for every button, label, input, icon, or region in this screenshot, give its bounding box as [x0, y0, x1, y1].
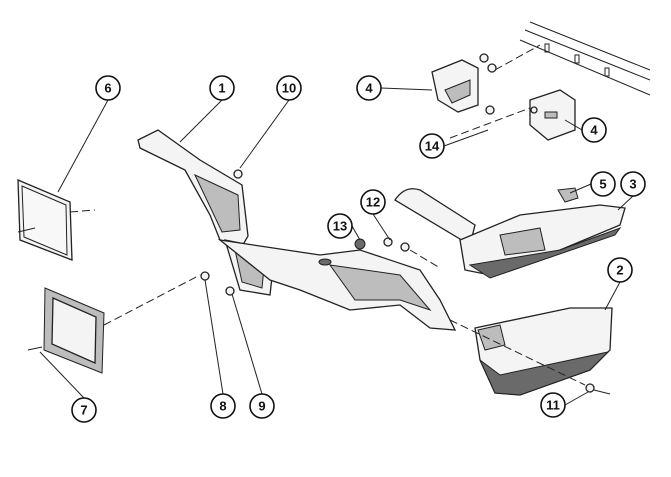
svg-text:9: 9	[258, 399, 265, 414]
svg-text:14: 14	[425, 139, 440, 154]
svg-text:4: 4	[590, 123, 598, 138]
mounting-bracket-lower	[529, 89, 576, 141]
bumper-end-right-upper	[394, 188, 626, 279]
fasteners	[200, 105, 611, 395]
svg-text:8: 8	[219, 399, 226, 414]
svg-text:10: 10	[282, 81, 296, 96]
leader-lines	[39, 87, 634, 406]
callout-3: 3	[620, 171, 646, 197]
bumper-end-right-lower	[474, 307, 613, 396]
svg-text:4: 4	[365, 81, 373, 96]
license-plate-frame	[27, 287, 105, 374]
svg-text:13: 13	[333, 219, 347, 234]
callout-2: 2	[607, 257, 633, 283]
callout-4-upper: 4	[356, 75, 382, 101]
callout-1: 1	[209, 75, 235, 101]
mounting-bracket-upper	[431, 53, 497, 113]
svg-text:11: 11	[546, 398, 560, 413]
callout-10: 10	[276, 75, 302, 101]
callout-13: 13	[327, 213, 353, 239]
svg-text:3: 3	[629, 177, 636, 192]
bumper-support-bar	[217, 238, 457, 331]
callout-6: 6	[95, 75, 121, 101]
svg-text:6: 6	[104, 81, 111, 96]
vehicle-frame-rail	[519, 21, 651, 96]
svg-text:5: 5	[599, 177, 606, 192]
callout-8: 8	[210, 393, 236, 419]
svg-text:12: 12	[366, 195, 380, 210]
callout-9: 9	[249, 393, 275, 419]
callout-12: 12	[360, 189, 386, 215]
callout-11: 11	[540, 392, 566, 418]
callout-5: 5	[590, 171, 616, 197]
bumper-pad	[557, 187, 579, 203]
callout-4-lower: 4	[581, 117, 607, 143]
callout-14: 14	[419, 133, 445, 159]
svg-text:1: 1	[218, 81, 225, 96]
license-plate-bracket	[137, 129, 276, 296]
svg-text:2: 2	[616, 263, 623, 278]
callout-7: 7	[71, 397, 97, 423]
svg-text:7: 7	[80, 403, 87, 418]
license-plate	[17, 179, 73, 261]
